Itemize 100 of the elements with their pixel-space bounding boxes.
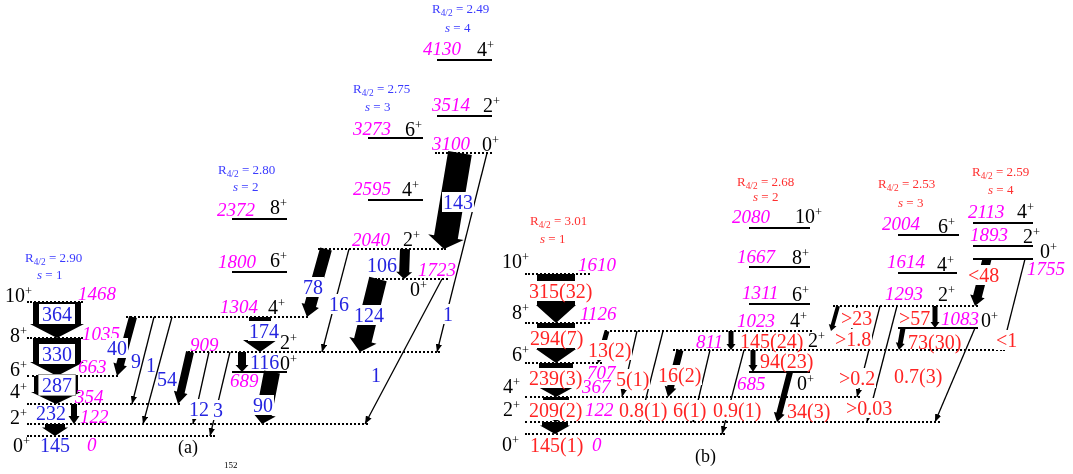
spin-parity: 2$^{+}$ — [1023, 226, 1040, 246]
energy-level — [13, 435, 215, 455]
level-energy: 2595 — [353, 179, 391, 198]
energy-level — [432, 95, 500, 117]
spin-parity: 6$^{+}$ — [938, 216, 955, 236]
spin-parity: 4$^{+}$ — [790, 310, 807, 330]
energy-level — [737, 371, 814, 393]
level-energy: 707 — [587, 363, 616, 382]
energy-level — [502, 251, 616, 275]
spin-parity: 4$^{+}$ — [268, 297, 285, 317]
transition-arrow — [208, 351, 231, 437]
transition-arrow — [895, 327, 906, 350]
band-index-label: s = 3 — [365, 100, 391, 113]
transition-arrow — [42, 424, 68, 436]
edge-label: >0.03 — [845, 398, 894, 418]
transition-arrow — [828, 305, 840, 331]
spin-parity: 0$^{+}$ — [797, 373, 814, 393]
edge-label: 94(23) — [760, 351, 814, 371]
energy-level — [732, 206, 822, 229]
transition-arrow — [540, 422, 570, 434]
transition-arrow — [235, 352, 249, 372]
edge-label: 145(1) — [530, 435, 584, 455]
energy-level — [432, 134, 499, 154]
edge-label: 9 — [131, 351, 141, 371]
edge-label: 0.7(3) — [894, 366, 943, 386]
spin-parity: 10$^{+}$ — [502, 251, 529, 271]
energy-level — [898, 309, 998, 330]
energy-level — [353, 179, 423, 201]
edge-label: 3 — [212, 400, 224, 420]
edge-label: >57 — [899, 308, 931, 328]
transition-arrow — [191, 351, 210, 425]
level-energy: 811 — [696, 332, 724, 351]
edge-label: 143 — [442, 192, 474, 212]
spin-parity: 8$^{+}$ — [10, 325, 27, 345]
edge-label: 6(1) — [672, 400, 708, 420]
spin-parity: 2$^{+}$ — [280, 332, 297, 352]
level-energy: 122 — [80, 407, 109, 426]
spin-parity: 8$^{+}$ — [512, 302, 529, 322]
transition-arrow — [142, 316, 173, 425]
spin-parity: 2$^{+}$ — [403, 229, 420, 249]
level-energy: 663 — [78, 357, 107, 376]
energy-level — [742, 283, 810, 305]
energy-level — [737, 247, 810, 268]
spin-parity: 4$^{+}$ — [937, 254, 954, 274]
band-ratio-label: R$_{4/2}$ = 3.01 — [530, 214, 588, 227]
edge-label: 287 — [38, 374, 76, 396]
level-energy: 0 — [592, 435, 602, 454]
edge-label: 16 — [328, 294, 350, 314]
panel-label: (a) — [178, 438, 198, 456]
energy-level — [353, 119, 423, 139]
transition-arrow — [726, 331, 736, 350]
spin-parity: 10$^{+}$ — [795, 206, 822, 226]
level-energy: 2080 — [732, 207, 770, 226]
spin-parity: 0$^{+}$ — [410, 279, 427, 299]
edge-label: 5(1) — [615, 369, 651, 389]
band-ratio-label: R$_{4/2}$ = 2.59 — [972, 165, 1030, 178]
level-energy: 122 — [585, 400, 614, 419]
level-energy: 2372 — [217, 200, 255, 219]
spin-parity: 0$^{+}$ — [482, 134, 499, 154]
energy-level — [968, 201, 1034, 224]
level-energy: 1800 — [218, 252, 256, 271]
edge-label: 1 — [371, 365, 381, 385]
transition-arrow — [130, 316, 155, 405]
spin-parity: 4$^{+}$ — [10, 381, 27, 401]
spin-parity: 6$^{+}$ — [792, 284, 809, 304]
band-index-label: s = 2 — [233, 180, 259, 193]
level-energy: 689 — [230, 371, 259, 390]
band-index-label: s = 4 — [445, 21, 471, 34]
level-energy: 685 — [737, 374, 766, 393]
level-energy: 0 — [87, 435, 97, 454]
level-energy: 2004 — [882, 214, 920, 233]
edge-label: 0.8(1) — [618, 400, 669, 420]
energy-level — [218, 250, 287, 273]
edge-label: 0.9(1) — [712, 400, 763, 420]
spin-parity: 6$^{+}$ — [512, 344, 529, 364]
band-ratio-label: R$_{4/2}$ = 2.49 — [432, 2, 490, 15]
edge-label: 294(7) — [529, 328, 585, 348]
transition-arrow — [173, 351, 194, 404]
level-energy: 3100 — [432, 134, 470, 153]
transition-arrow — [364, 278, 443, 425]
band-ratio-label: R$_{4/2}$ = 2.68 — [737, 175, 795, 188]
edge-label: 54 — [157, 369, 177, 389]
level-energy: 2040 — [352, 230, 390, 249]
edge-label: 40 — [106, 338, 128, 358]
level-energy: 1468 — [78, 284, 116, 303]
edge-label: 1 — [442, 304, 454, 324]
edge-label: 16(2) — [657, 365, 703, 385]
transition-arrow — [773, 371, 793, 422]
transition-arrow — [396, 248, 413, 279]
level-energy: 1293 — [885, 284, 923, 303]
edge-label: 78 — [302, 277, 324, 297]
spin-parity: 6$^{+}$ — [405, 119, 422, 139]
energy-level — [126, 297, 308, 318]
level-energy: 2113 — [968, 202, 1005, 221]
edge-label: 315(32) — [528, 281, 594, 301]
level-energy: 1304 — [220, 297, 258, 316]
edge-label: 12 — [188, 399, 210, 419]
spin-parity: 4$^{+}$ — [503, 376, 520, 396]
edge-label: 106 — [367, 255, 397, 275]
spin-parity: 0$^{+}$ — [1040, 241, 1057, 261]
